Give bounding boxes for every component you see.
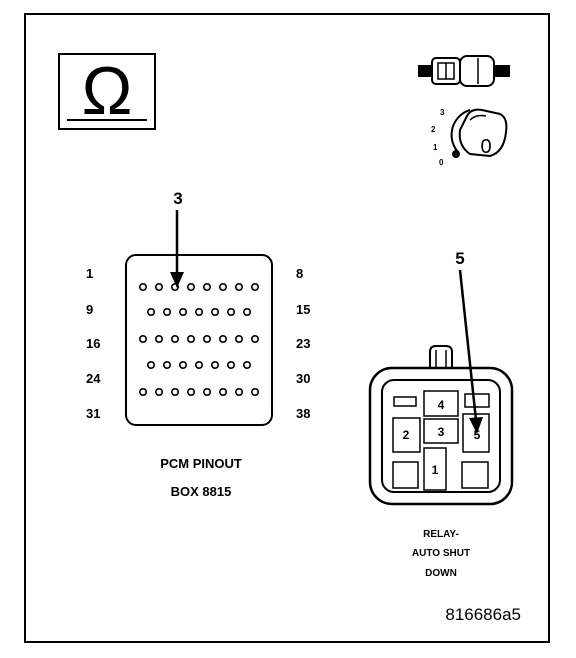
- pcm-pin: [155, 282, 164, 291]
- pcm-row-label-left: 16: [86, 336, 100, 351]
- pcm-caption-line1: PCM PINOUT: [160, 456, 242, 471]
- relay-callout-arrow: [458, 269, 478, 421]
- pcm-row-label-right: 30: [296, 371, 310, 386]
- pcm-pin: [179, 307, 188, 316]
- fuse-connector-icon: [418, 55, 510, 87]
- ignition-key-label: 0: [480, 136, 491, 158]
- relay-terminal-1: [423, 447, 447, 491]
- pcm-pin: [171, 334, 180, 343]
- pcm-row-label-right: 23: [296, 336, 310, 351]
- figure-id: 816686a5: [445, 605, 521, 624]
- pcm-pin: [227, 360, 236, 369]
- pcm-pin-grid: [139, 282, 260, 396]
- relay-housing-inner: [381, 379, 501, 493]
- pcm-pin: [235, 282, 244, 291]
- relay-callout-number: 5: [455, 249, 464, 268]
- pcm-pin: [243, 360, 252, 369]
- pcm-connector-body: [125, 254, 273, 426]
- relay-cavity-blank: [392, 461, 419, 489]
- pcm-pin: [219, 334, 228, 343]
- relay-cavity-blank: [461, 461, 489, 489]
- relay-callout-arrowhead: [469, 417, 483, 434]
- ignition-switch-icon: 3 2 1 0 0: [431, 108, 508, 167]
- relay-connector: 4 2 3 5 1 5 RELAY- AUTO SHUT DOWN: [368, 249, 514, 579]
- ignition-position-2: 2: [431, 125, 436, 134]
- pcm-row-label-left: 31: [86, 406, 100, 421]
- pcm-row-label-left: 1: [86, 266, 93, 281]
- pcm-pin: [155, 334, 164, 343]
- relay-terminal-label: 5: [474, 428, 481, 442]
- pcm-pin: [251, 282, 260, 291]
- ignition-position-0: 0: [439, 158, 444, 167]
- pcm-pin: [203, 334, 212, 343]
- relay-terminal-3: [423, 418, 459, 444]
- relay-terminal-4: [423, 390, 459, 417]
- pcm-pin: [243, 307, 252, 316]
- pcm-pin: [163, 360, 172, 369]
- ignition-position-1: 1: [433, 143, 438, 152]
- ignition-position-3: 3: [440, 108, 445, 117]
- relay-terminal-2: [392, 417, 421, 453]
- pcm-pin: [219, 282, 228, 291]
- relay-latch: [429, 345, 453, 368]
- pcm-pin: [219, 387, 228, 396]
- pcm-pin: [211, 307, 220, 316]
- relay-caption-line2: AUTO SHUT: [412, 548, 470, 559]
- pcm-pin: [227, 307, 236, 316]
- pcm-pin: [187, 334, 196, 343]
- pcm-pin: [179, 360, 188, 369]
- pcm-pin: [235, 387, 244, 396]
- pcm-pin: [251, 334, 260, 343]
- relay-terminal-label: 2: [403, 428, 410, 442]
- pcm-row-label-left: 9: [86, 302, 93, 317]
- pcm-pin: [187, 387, 196, 396]
- relay-terminal-label: 1: [432, 463, 439, 477]
- pcm-row-label-right: 38: [296, 406, 310, 421]
- pcm-row-label-left: 24: [86, 371, 101, 386]
- pcm-pin: [211, 360, 220, 369]
- pcm-callout-arrowhead: [170, 272, 184, 288]
- pcm-pin: [171, 387, 180, 396]
- relay-terminal-label: 4: [438, 398, 445, 412]
- pcm-pin: [251, 387, 260, 396]
- pcm-pin: [235, 334, 244, 343]
- pcm-connector: 3 1 9 16 24 31 8 15 23 30 38 PCM PINOUT …: [86, 189, 310, 499]
- pcm-pin: [203, 282, 212, 291]
- pcm-pin: [203, 387, 212, 396]
- pcm-row-label-right: 15: [296, 302, 310, 317]
- pcm-pin: [163, 307, 172, 316]
- pcm-pin: [139, 334, 148, 343]
- pcm-pin: [195, 307, 204, 316]
- ohmmeter-icon: Ω: [58, 53, 156, 130]
- pcm-row-label-right: 8: [296, 266, 303, 281]
- pcm-pin: [139, 387, 148, 396]
- pcm-callout-number: 3: [173, 189, 182, 208]
- relay-caption-line3: DOWN: [425, 568, 457, 579]
- pcm-pin: [155, 387, 164, 396]
- relay-terminal-label: 3: [438, 425, 445, 439]
- relay-caption-line1: RELAY-: [423, 529, 459, 540]
- pcm-pin: [195, 360, 204, 369]
- pcm-caption-line2: BOX 8815: [171, 484, 232, 499]
- ohm-symbol: Ω: [82, 53, 133, 129]
- diagram-frame: [24, 13, 550, 643]
- pcm-pin: [147, 307, 156, 316]
- pcm-pin: [147, 360, 156, 369]
- pcm-pin: [187, 282, 196, 291]
- pcm-pin: [139, 282, 148, 291]
